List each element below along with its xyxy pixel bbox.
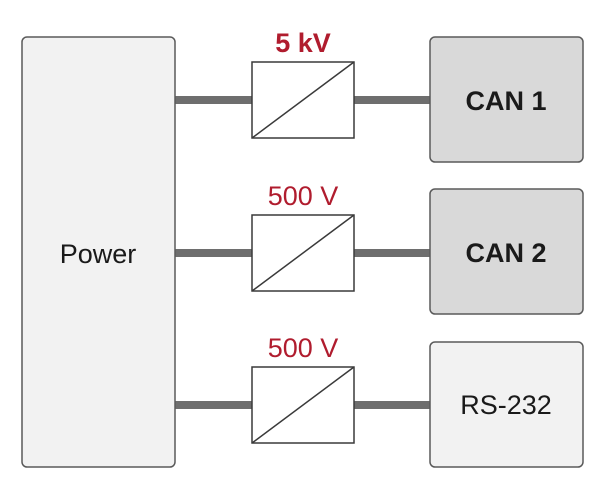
isolator-3-voltage-label: 500 V bbox=[268, 333, 339, 363]
can1-block: CAN 1 bbox=[429, 36, 584, 163]
isolator-3-diagonal bbox=[251, 366, 355, 444]
isolator-2: 500 V bbox=[251, 181, 355, 292]
isolator-2-diagonal bbox=[251, 214, 355, 292]
connectors bbox=[175, 96, 430, 409]
can2-block-label: CAN 2 bbox=[465, 238, 546, 268]
rs232-block: RS-232 bbox=[429, 341, 584, 468]
power-block: Power bbox=[21, 36, 176, 468]
isolator-1-diagonal bbox=[251, 61, 355, 139]
isolator-2-voltage-label: 500 V bbox=[268, 181, 339, 211]
isolator-1: 5 kV bbox=[251, 28, 355, 139]
rs232-block-label: RS-232 bbox=[460, 390, 552, 420]
power-block-label: Power bbox=[60, 239, 137, 269]
power-block-box bbox=[21, 36, 176, 468]
can1-block-box bbox=[429, 36, 584, 163]
can1-block-label: CAN 1 bbox=[465, 86, 546, 116]
isolator-1-voltage-label: 5 kV bbox=[275, 28, 331, 58]
rs232-block-box bbox=[429, 341, 584, 468]
can2-block: CAN 2 bbox=[429, 188, 584, 315]
can2-block-box bbox=[429, 188, 584, 315]
isolator-3: 500 V bbox=[251, 333, 355, 444]
